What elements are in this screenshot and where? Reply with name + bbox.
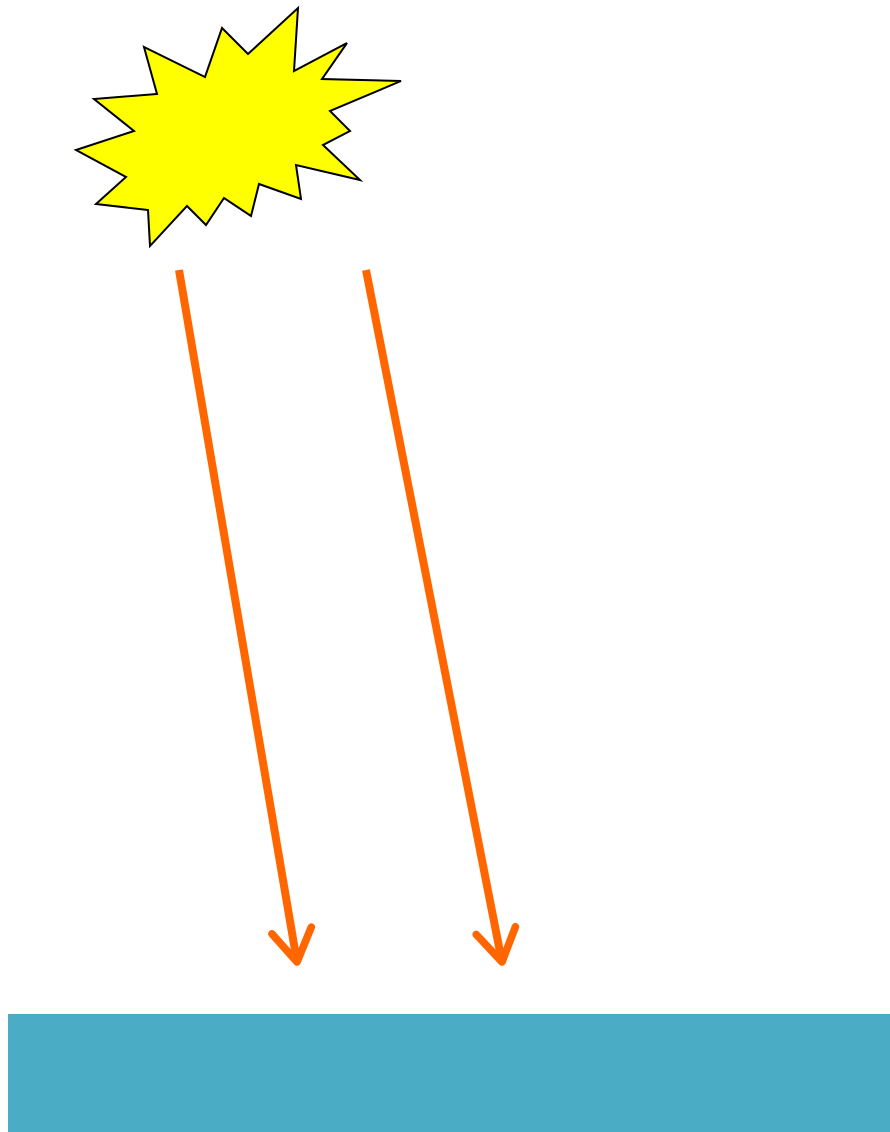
sun-ray-right-arrow-icon — [366, 270, 502, 962]
ground-surface-rectangle-icon — [8, 1014, 890, 1132]
sun-ray-left-arrow-icon — [179, 270, 297, 962]
sun-starburst-icon — [76, 8, 401, 246]
